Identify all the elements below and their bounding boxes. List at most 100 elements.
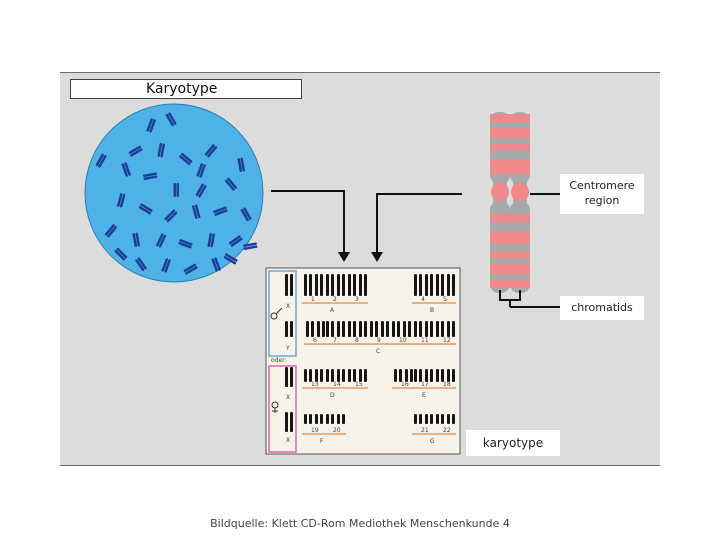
karyogram-chromosome-pair [370, 321, 389, 337]
karyogram-chromosome-pair [414, 414, 433, 424]
male-symbol [270, 307, 283, 320]
chromatid-band [490, 280, 510, 288]
karyogram-chromosome-pair [348, 369, 367, 382]
chromosome-number-label: 14 [333, 381, 341, 388]
chromatid-band [490, 114, 510, 122]
chromosome-number-label: 3 [355, 296, 359, 303]
chromatid-band [490, 144, 510, 150]
metaphase-chromosome [228, 235, 243, 247]
metaphase-chromosome [135, 257, 147, 272]
metaphase-chromosome [183, 263, 198, 275]
chromosome-number-label: 19 [311, 427, 319, 434]
chromosome-number-label: 22 [443, 427, 451, 434]
chromosome-number-label: 12 [443, 337, 451, 344]
karyogram-chromosome-pair [326, 369, 345, 382]
chromosome-number-label: 18 [443, 381, 451, 388]
karyogram-chromosome-pair [304, 369, 323, 382]
metaphase-chromosome [196, 163, 206, 178]
chromatid-band [510, 280, 530, 288]
diagram-title: Karyotype [70, 79, 302, 99]
chromosome-number-label: 16 [401, 381, 409, 388]
chromosome-number-label: 21 [421, 427, 429, 434]
chromatid-band [490, 264, 510, 274]
oder-label: oder: [271, 357, 287, 364]
karyogram-chromosome-pair [436, 369, 455, 382]
metaphase-chromosome [195, 183, 207, 198]
karyogram-chromosome-pair [306, 321, 325, 337]
metaphase-chromosome [213, 206, 228, 216]
karyogram-chromosome-pair [414, 321, 433, 337]
chromatid-band [510, 232, 530, 244]
sex-x-female2-label: X [286, 437, 290, 444]
karyogram-chromosome-pair [348, 321, 367, 337]
group-letter-label: D [330, 392, 335, 399]
sex-chromosome [285, 412, 293, 432]
chromatid-band [510, 252, 530, 258]
chromosome-number-label: 1 [311, 296, 315, 303]
chromosome-number-label: 15 [355, 381, 363, 388]
chromatid-band [510, 264, 530, 274]
karyogram-chromosome-pair [392, 321, 411, 337]
metaphase-chromosome [156, 233, 167, 248]
chromosome-number-label: 11 [421, 337, 429, 344]
chromosome-number-label: 2 [333, 296, 337, 303]
karyogram-chromosome-pair [304, 274, 323, 296]
metaphase-chromosome [179, 152, 193, 166]
metaphase-chromosome [243, 242, 258, 250]
chromosome-number-label: 17 [421, 381, 429, 388]
karyogram-chromosome-pair [304, 414, 323, 424]
connector-lines [271, 190, 462, 253]
female-symbol [271, 401, 279, 413]
group-letter-label: C [376, 348, 380, 355]
sex-chromosome [285, 367, 293, 387]
chromatid-band [490, 214, 510, 222]
metaphase-chromosome [164, 209, 178, 223]
metaphase-chromosome [211, 257, 221, 272]
sex-x-female-label: X [286, 394, 290, 401]
sex-chromosome [285, 274, 293, 296]
metaphase-chromosome [143, 172, 158, 180]
metaphase-chromosome [117, 193, 126, 208]
metaphase-chromosome [138, 203, 153, 215]
chromatid-band [510, 128, 530, 138]
karyogram-chromosome-pair [394, 369, 413, 382]
metaphase-chromosome [95, 153, 107, 168]
sex-x-label: X [286, 303, 290, 310]
chromatids-label: chromatids [560, 296, 644, 320]
metaphase-chromosome [240, 207, 252, 222]
centromere-label: Centromere region [560, 174, 644, 214]
group-letter-label: B [430, 307, 434, 314]
chromatid-band [490, 232, 510, 244]
chromatid-left [490, 112, 510, 293]
karyotype-label: karyotype [466, 430, 560, 456]
chromosome-number-label: 5 [443, 296, 447, 303]
chromatid-band [510, 160, 530, 174]
metaphase-chromosome [192, 204, 201, 219]
metaphase-chromosome [161, 258, 171, 273]
label-pointers [499, 193, 560, 308]
metaphase-chromosome [207, 233, 215, 248]
metaphase-chromosome [165, 112, 177, 127]
centromere-region [511, 183, 529, 201]
karyogram-chromosome-pair [436, 274, 455, 296]
chromosome-number-label: 20 [333, 427, 341, 434]
karyogram-chromosome-pair [326, 274, 345, 296]
metaphase-chromosome [146, 118, 156, 133]
metaphase-chromosome [128, 145, 143, 157]
arrow-head-left [338, 252, 350, 262]
metaphase-chromosome [204, 144, 218, 158]
group-letter-label: G [430, 438, 435, 445]
chromosome-number-label: 4 [421, 296, 425, 303]
karyogram-chromosome-pair [436, 414, 455, 424]
metaphase-chromosome [178, 239, 193, 249]
chromatid-band [490, 160, 510, 174]
centromere-region [491, 183, 509, 201]
image-source-caption: Bildquelle: Klett CD-Rom Mediothek Mensc… [210, 517, 510, 530]
metaphase-chromosome [132, 232, 140, 247]
karyogram-chromosome-pair [414, 274, 433, 296]
chromosome-number-label: 13 [311, 381, 319, 388]
chromatid-right [510, 112, 530, 293]
chromatid-band [510, 214, 530, 222]
